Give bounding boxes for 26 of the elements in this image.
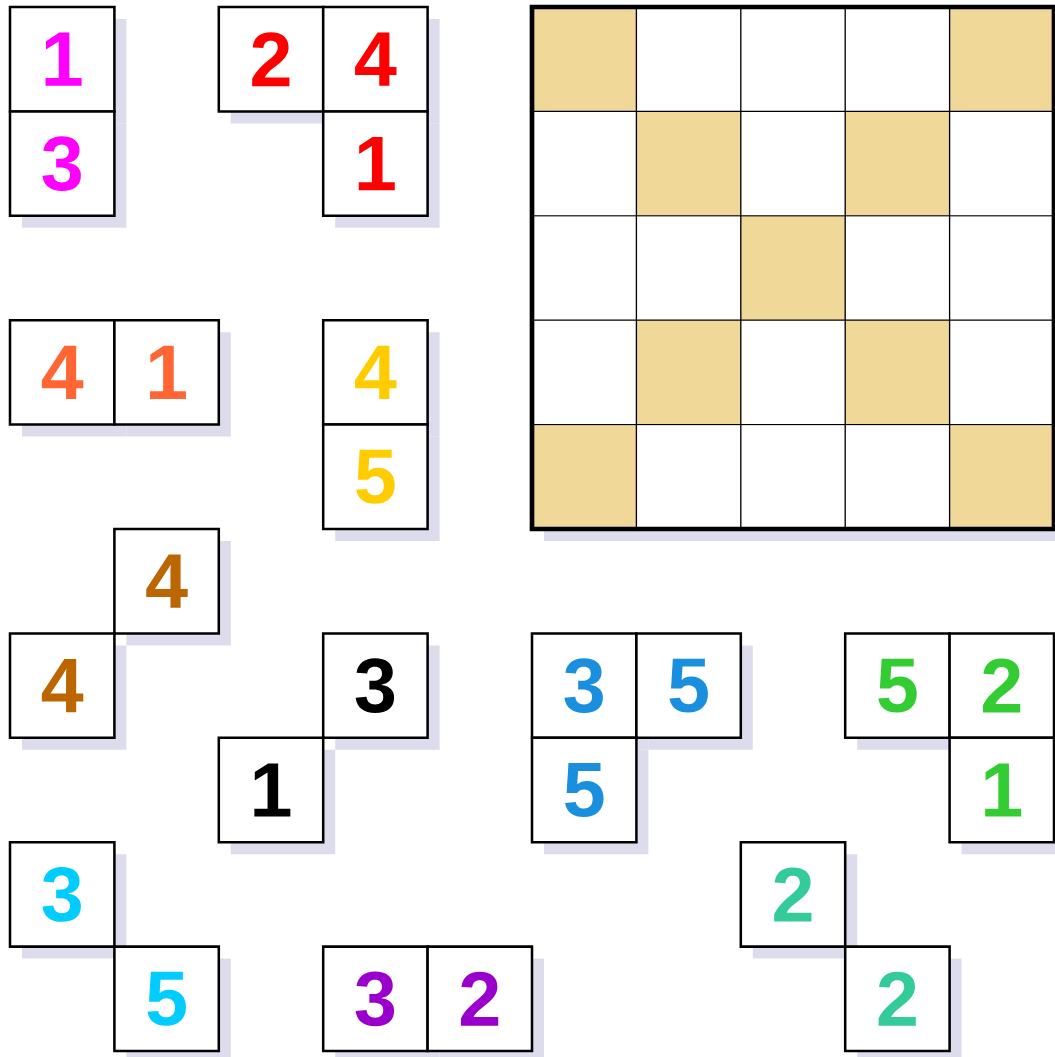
number-tile: 5 — [843, 632, 951, 740]
number-tile: 2 — [217, 5, 325, 113]
number-tile: 1 — [8, 5, 116, 113]
node-label: 2 — [982, 658, 1021, 713]
number-tile: 4 — [321, 318, 429, 426]
number-tile: 1 — [321, 110, 429, 218]
number-tile: 4 — [321, 5, 429, 113]
number-tile: 2 — [426, 945, 534, 1053]
number-tile: 2 — [843, 945, 951, 1053]
number-tile: 5 — [321, 423, 429, 531]
number-tile: 2 — [948, 632, 1055, 740]
number-tile: 5 — [635, 632, 743, 740]
number-tile: 3 — [530, 632, 638, 740]
number-tile: 3 — [8, 840, 116, 948]
number-tile: 2 — [739, 840, 847, 948]
number-tile: 5 — [530, 736, 638, 844]
number-tile: 5 — [113, 945, 221, 1053]
number-tile: 3 — [321, 632, 429, 740]
number-tile: 1 — [113, 318, 221, 426]
number-tile: 4 — [8, 318, 116, 426]
number-tile: 1 — [948, 736, 1055, 844]
number-tile: 3 — [321, 945, 429, 1053]
number-tile: 4 — [8, 632, 116, 740]
number-tile: 4 — [113, 527, 221, 635]
number-tile: 1 — [217, 736, 325, 844]
number-tile: 3 — [8, 110, 116, 218]
